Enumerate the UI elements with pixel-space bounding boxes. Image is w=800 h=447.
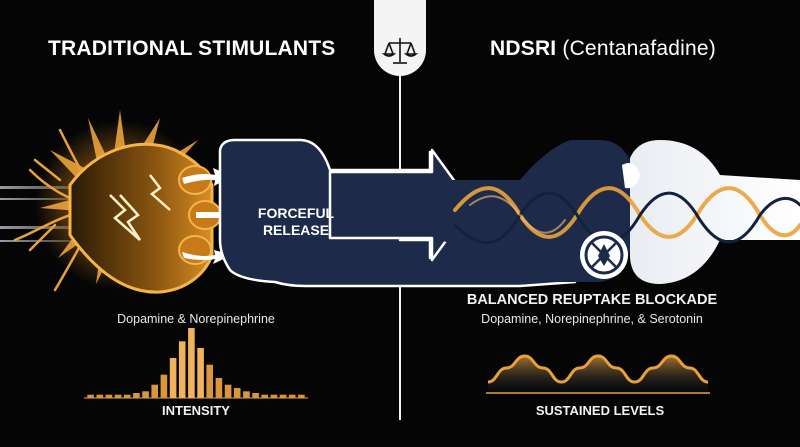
intensity-bar — [224, 384, 232, 398]
intensity-bar — [197, 348, 204, 398]
presynaptic-terminal — [68, 142, 214, 294]
intensity-bar — [206, 364, 213, 398]
intensity-bar — [188, 328, 195, 398]
intensity-bar — [243, 391, 250, 398]
left-panel-title: TRADITIONAL STIMULANTS — [48, 37, 336, 60]
right-neurotransmitters-label: Dopamine, Norepinephrine, & Serotonin — [481, 312, 703, 326]
intensity-bar — [114, 394, 122, 398]
intensity-bar — [233, 388, 241, 398]
intensity-bar — [105, 394, 113, 398]
intensity-bar — [96, 394, 104, 398]
intensity-bar — [252, 393, 259, 398]
intensity-bar — [169, 358, 177, 398]
postsynaptic-terminal — [630, 140, 800, 284]
sustained-area — [488, 356, 708, 392]
intensity-bar — [142, 391, 149, 398]
mechanism-label: BALANCED REUPTAKE BLOCKADE — [466, 292, 718, 308]
intensity-bar — [123, 394, 131, 398]
intensity-bar — [270, 394, 278, 398]
intensity-bar — [288, 394, 296, 398]
lightning-bolt — [109, 194, 142, 241]
right-panel-title: NDSRI (Centanafadine) — [490, 38, 716, 59]
right-title-light: (Centanafadine) — [556, 37, 716, 60]
sustained-chart — [486, 354, 710, 394]
balance-scale-icon — [381, 38, 419, 64]
forceful-release-label: FORCEFUL RELEASE — [257, 205, 335, 238]
intensity-bar — [87, 394, 94, 398]
left-neurotransmitters-label: Dopamine & Norepinephrine — [117, 312, 275, 326]
sustained-levels-label: SUSTAINED LEVELS — [535, 403, 665, 418]
intensity-bar — [133, 393, 140, 398]
sustained-line — [487, 354, 709, 384]
intensity-bar — [151, 384, 158, 398]
intensity-bar — [160, 374, 168, 398]
terminal-notch — [622, 162, 640, 189]
intensity-bar — [279, 394, 287, 398]
lightning-bolt — [149, 174, 171, 211]
intensity-bar — [261, 394, 268, 398]
reuptake-blocker-icon — [580, 231, 628, 279]
intensity-label: INTENSITY — [162, 403, 230, 418]
intensity-bar — [215, 378, 223, 398]
neurotransmitter-waves — [453, 186, 800, 244]
intensity-bar — [178, 341, 186, 398]
right-title-bold: NDSRI — [490, 37, 557, 60]
intensity-chart — [84, 328, 308, 399]
intensity-bar — [298, 394, 305, 398]
